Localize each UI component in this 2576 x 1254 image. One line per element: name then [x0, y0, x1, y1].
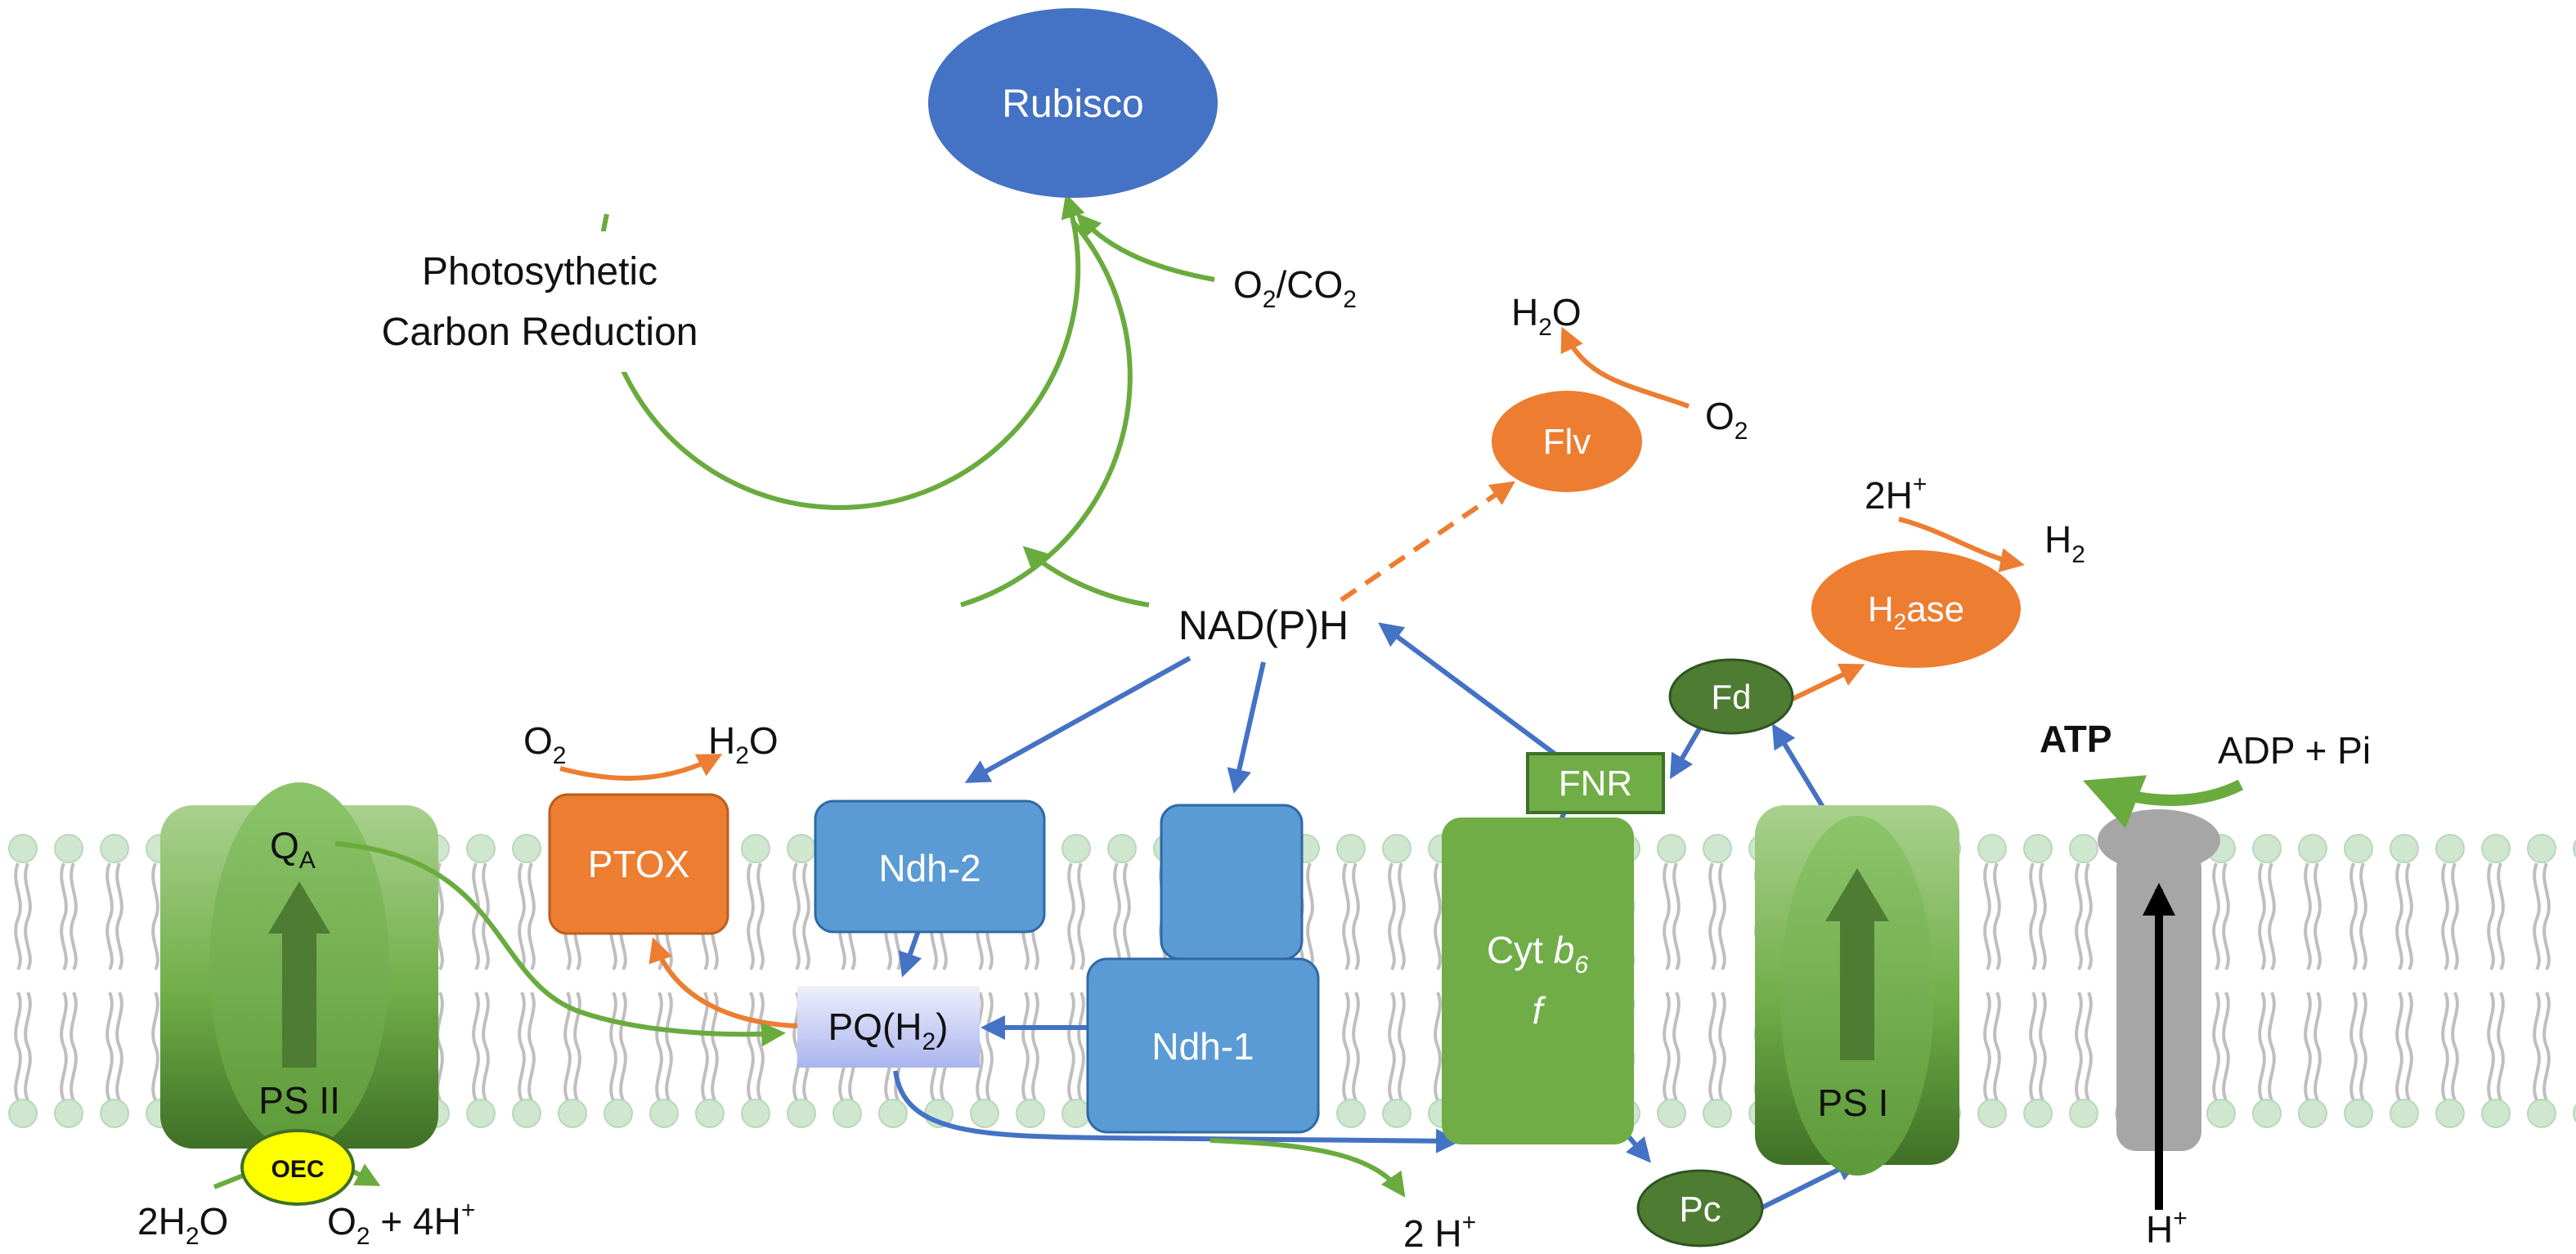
ptox-o2-label: O2: [523, 719, 566, 769]
pc-node: Pc: [1636, 1169, 1764, 1247]
fd-to-fnr-arrow: [1669, 724, 1703, 780]
h2ase-label: H2ase: [1868, 589, 1964, 634]
fnr-label: FNR: [1559, 764, 1632, 804]
adp-to-atp-arrow: [2082, 775, 2244, 829]
ptox-node: PTOX: [548, 793, 729, 935]
cyt-label: Cyt b6: [1487, 929, 1588, 979]
nadph-to-ndh2-arrow: [964, 656, 1192, 783]
fd-node: Fd: [1668, 658, 1794, 735]
pq-label: PQ(H2): [828, 1005, 948, 1055]
flv-node: Flv: [1492, 391, 1642, 492]
ps1-label: PS I: [1818, 1082, 1889, 1124]
two-protons-label: 2 H+: [1403, 1209, 1476, 1254]
rubisco-node: Rubisco: [928, 8, 1218, 198]
oec-node: OEC: [240, 1129, 355, 1206]
ndh2-label: Ndh-2: [878, 847, 981, 889]
ptox-o2-to-h2o-arrow: [559, 754, 723, 781]
nadph-label: NAD(P)H: [1178, 602, 1349, 648]
h2ase-out-label: H2: [2044, 518, 2085, 568]
oec-to-o2-arrow: [350, 1163, 381, 1186]
fnr-node: FNR: [1526, 752, 1665, 814]
nadph-to-flv-dashed-arrow: [1340, 481, 1515, 602]
synthase-proton-label: H+: [2146, 1205, 2188, 1251]
ndh2-node: Ndh-2: [814, 799, 1046, 934]
o2-protons-label: O2 + 4H+: [327, 1197, 475, 1250]
h2ase-node: H2ase: [1811, 550, 2021, 668]
cyt-proton-release-arrow: [1209, 1138, 1406, 1198]
water-label: 2H2O: [137, 1200, 228, 1250]
h2ase-in-label: 2H+: [1865, 471, 1927, 517]
flv-label: Flv: [1543, 422, 1591, 462]
water-to-oec-arrow: [213, 1172, 247, 1189]
cyt-f-label: f: [1533, 989, 1546, 1032]
cycle-arc-right: [960, 219, 1133, 607]
nadph-to-cycle-arrow: [1022, 545, 1150, 607]
ps2-complex: QA PS II: [160, 782, 438, 1150]
ptox-label: PTOX: [588, 843, 689, 885]
pq-pool-node: PQ(H2): [797, 986, 980, 1068]
qa-label: QA: [270, 824, 316, 874]
carbon-reduction-label-line1: Photosythetic: [422, 250, 657, 293]
o2-co2-arrow: [1076, 213, 1215, 282]
flv-o2-to-h2o-arrow: [1560, 326, 1690, 409]
nadph-to-ndh1-arrow: [1227, 661, 1266, 794]
flv-h2o-label: H2O: [1511, 291, 1582, 341]
ps1-complex: PS I: [1755, 805, 1959, 1176]
carbon-reduction-box: [319, 231, 761, 372]
atp-label: ATP: [2040, 718, 2112, 760]
rubisco-label: Rubisco: [1002, 83, 1143, 126]
pc-label: Pc: [1679, 1189, 1721, 1229]
fd-to-h2ase-arrow: [1791, 663, 1865, 701]
ps2-label: PS II: [258, 1079, 340, 1122]
ptox-h2o-label: H2O: [708, 719, 779, 769]
carbon-cycle: Photosythetic Carbon Reduction: [319, 193, 1215, 607]
cyt-b6f-node: Cyt b6 f: [1442, 817, 1634, 1144]
pq-to-cyt-arrow: [893, 1070, 1461, 1153]
adp-label: ADP + Pi: [2218, 729, 2371, 772]
fnr-to-nadph-arrow: [1378, 622, 1560, 759]
ndh1-label: Ndh-1: [1151, 1025, 1254, 1068]
ndh1-node: Ndh-1: [1086, 804, 1320, 1134]
oec-label: OEC: [271, 1156, 324, 1183]
flv-o2-label: O2: [1705, 395, 1748, 445]
o2-co2-label: O2/CO2: [1233, 263, 1357, 313]
qa-to-pq-arrow: [334, 841, 786, 1047]
h2ase-proton-arrow: [1898, 517, 2025, 572]
carbon-reduction-label-line2: Carbon Reduction: [382, 311, 698, 354]
fd-label: Fd: [1711, 678, 1751, 716]
